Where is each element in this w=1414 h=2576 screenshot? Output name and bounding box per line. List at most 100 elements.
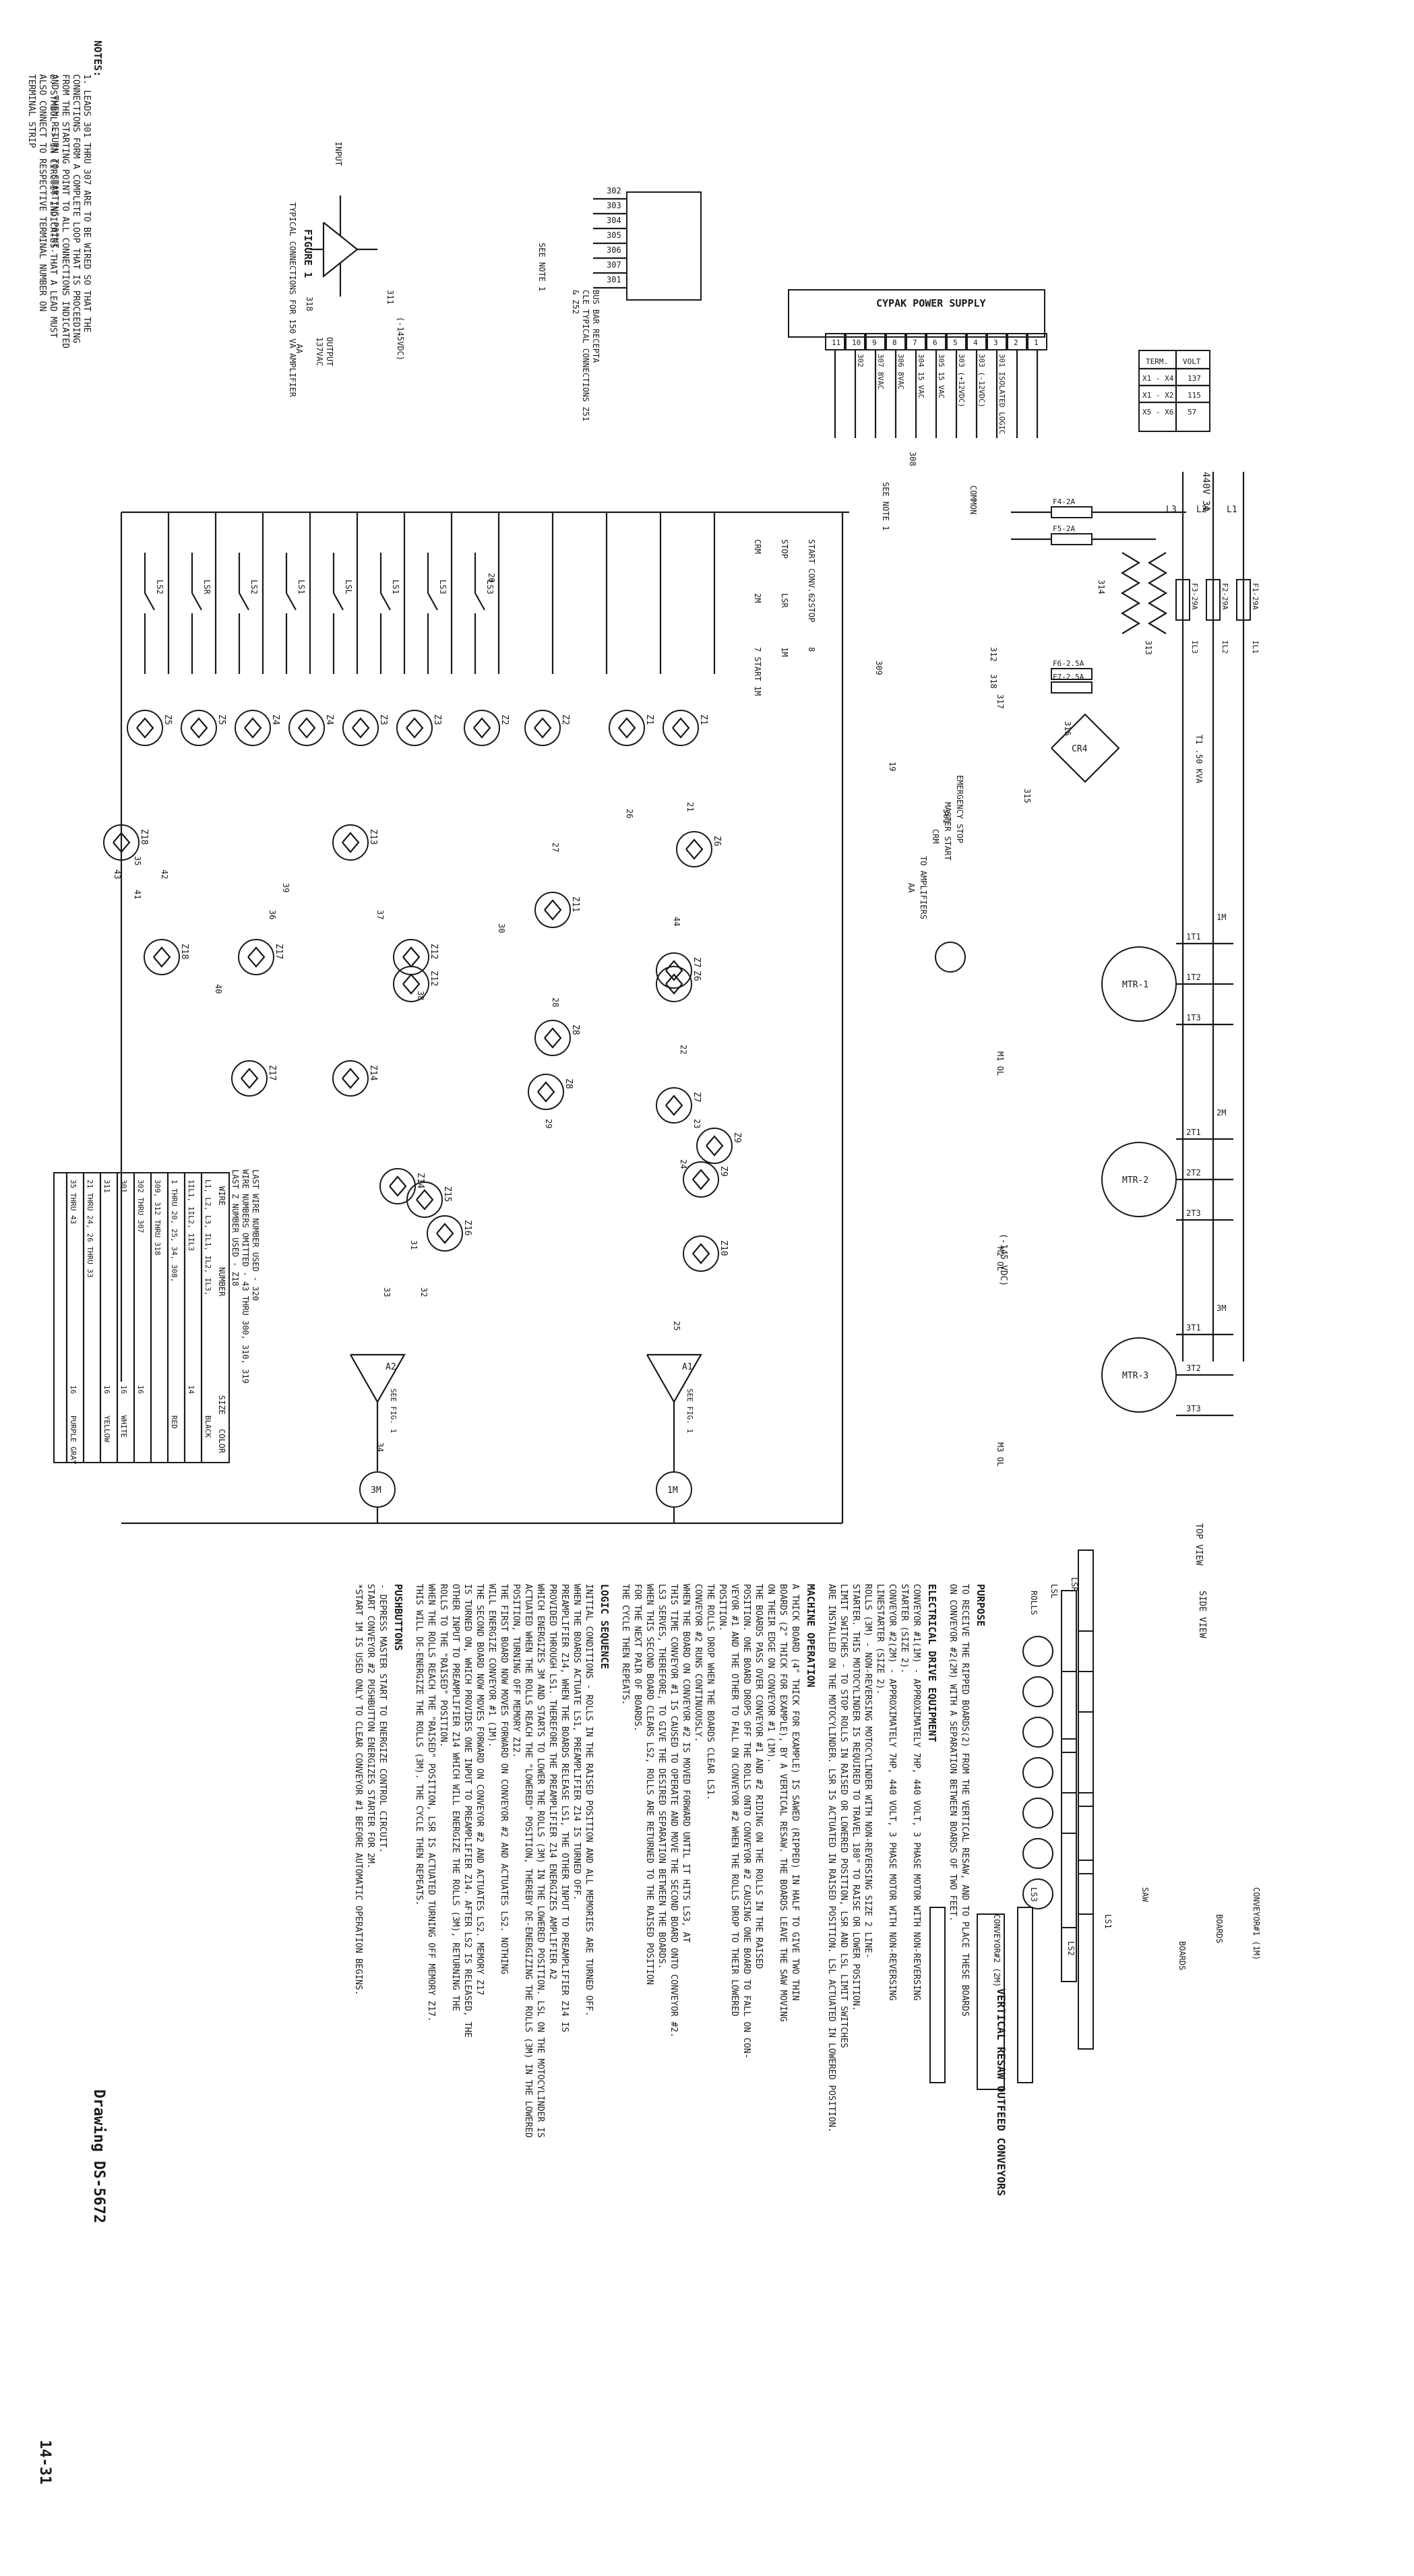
section-line: THE BOARDS PASS OVER CONVEYOR #1 AND #2 … xyxy=(754,1584,764,1969)
logic-gate-diamond xyxy=(298,717,316,739)
master-label: TO AMPLIFIERS xyxy=(919,856,928,919)
cypak-terminal-label: 303 (-12VDC) xyxy=(977,354,986,407)
fuse-label: F2-29A xyxy=(1221,583,1229,610)
overload-label: M1 OL xyxy=(995,1051,1005,1076)
motor-coil-label: 1M xyxy=(667,1485,678,1496)
section-line: POSITION. xyxy=(717,1584,727,1631)
cypak-terminal xyxy=(946,333,966,350)
wire-number: 26 xyxy=(625,809,634,818)
section-line: WHEN THE BOARD ON CONVEYOR #2 IS MOVED F… xyxy=(681,1584,691,1942)
switch-label: LSL xyxy=(344,580,353,594)
logic-gate xyxy=(288,710,325,746)
stop-start-label: LSR xyxy=(780,593,789,608)
wire-number: 19 xyxy=(888,762,897,771)
wire-table-cell: WHITE xyxy=(119,1415,128,1438)
logic-gate-diamond xyxy=(342,1068,360,1089)
wire-number: 309 xyxy=(874,661,884,675)
stop-start-label: 1M xyxy=(780,647,789,656)
wire-number: 28 xyxy=(551,998,560,1007)
top-view-board xyxy=(1061,1752,1077,1928)
wire-number: 36 xyxy=(268,910,277,919)
cypak-terminal-number: 11 xyxy=(832,338,840,347)
top-view-boards xyxy=(1017,1907,1033,2083)
logic-gate-diamond xyxy=(113,832,131,853)
gate-label: Z6 xyxy=(712,836,722,847)
note-line: AND THEN RETURN TO STARTING POINT. xyxy=(49,74,59,253)
logic-gate xyxy=(609,710,645,746)
amplifier xyxy=(646,1353,702,1404)
logic-gate-diamond xyxy=(534,717,552,739)
cypak-terminal-number: 3 xyxy=(993,338,998,347)
wire-number: 308 xyxy=(908,452,917,466)
see-note-1: SEE NOTE 1 xyxy=(537,243,547,291)
logic-gate-diamond xyxy=(136,717,154,739)
stop-start-label: 7 START 1M xyxy=(753,647,762,696)
gate-label: Z8 xyxy=(570,1024,580,1035)
cypak-terminal-label: 303 (+12VDC) xyxy=(957,354,966,407)
cypak-terminal-label: 301 ISOLATED LOGIC xyxy=(997,354,1006,434)
section-line: WHEN THE ROLLS REACH THE "RAISED" POSITI… xyxy=(426,1584,436,2022)
wire-number: 34 xyxy=(375,1442,385,1452)
stop-start-label: START CONV. 2 xyxy=(807,539,816,603)
logic-gate-diamond xyxy=(342,832,360,853)
top-view-label: LS2 xyxy=(1066,1941,1076,1956)
wire-number: 313 xyxy=(1144,640,1153,655)
bus-wire-number: 303 xyxy=(607,201,621,210)
wire-number: 301 xyxy=(942,809,951,824)
fuse xyxy=(1175,579,1190,621)
wire-number: 38 xyxy=(416,991,425,1000)
power-source: 440V 3Φ xyxy=(1200,472,1211,512)
wire-table-cell: RED xyxy=(170,1415,179,1429)
section-line: PREAMPLIFIER Z14, WHEN THE BOARDS RELEAS… xyxy=(559,1584,570,2032)
wire-table-cell: 302 THRU 307 xyxy=(136,1179,145,1233)
gate-label: Z13 xyxy=(368,829,378,845)
switch-contact xyxy=(286,592,297,611)
phase-label: L3 xyxy=(1166,505,1177,515)
top-view-board xyxy=(929,1907,946,2083)
minus-145-label: (-145 VDC) xyxy=(998,1233,1008,1286)
note-line: FROM THE STARTING POINT TO ALL CONNECTIO… xyxy=(60,74,70,348)
figure1-label: 137VAC xyxy=(315,337,324,366)
gate-label: Z3 xyxy=(378,714,388,725)
section-line: PROVIDED THROUGH LS1. THEREFORE THE PREA… xyxy=(547,1584,557,1980)
motor xyxy=(1101,946,1177,1022)
bus-wire-number: 302 xyxy=(607,186,621,195)
section-line: LINESTARTER (SIZE 2). xyxy=(875,1584,885,1694)
cypak-terminal-number: 4 xyxy=(973,338,978,347)
cypak-terminal xyxy=(865,333,886,350)
wire-table-cell: BLACK xyxy=(204,1415,212,1438)
motor-coil-label: 3M xyxy=(371,1485,381,1496)
logic-gate-diamond xyxy=(544,1027,562,1049)
section-line: VEYOR #1 AND THE OTHER TO FALL ON CONVEY… xyxy=(729,1584,739,2017)
fuse xyxy=(1236,579,1251,621)
side-view-roll xyxy=(1022,1717,1053,1748)
cypak-terminal xyxy=(845,333,865,350)
cypak-terminal-number: 9 xyxy=(872,338,877,347)
logic-gate xyxy=(332,824,369,861)
note-line: 2. SYMBOL -> IN CIRCUIT INDICATES THAT A… xyxy=(48,74,58,338)
logic-gate-diamond xyxy=(402,946,421,968)
logic-gate-diamond xyxy=(665,960,683,981)
wire-table xyxy=(53,1172,230,1463)
logic-gate xyxy=(406,1182,443,1218)
gate-label: Z5 xyxy=(216,714,226,725)
gate-label: Z17 xyxy=(267,1065,277,1080)
gate-label: Z9 xyxy=(732,1132,742,1143)
bus-wire-number: 304 xyxy=(607,216,621,225)
crm-relay xyxy=(935,942,966,973)
motor-coil xyxy=(359,1471,396,1508)
cypak-terminal xyxy=(886,333,906,350)
section-line: LIMIT SWITCHES - TO STOP ROLLS IN RAISED… xyxy=(838,1584,849,2048)
bus-bar-title: CLE TYPICAL CONNECTIONS Z51 xyxy=(581,290,590,421)
bus-wire-number: 301 xyxy=(607,275,621,284)
switch-contact xyxy=(380,592,391,611)
side-view-roll xyxy=(1022,1838,1053,1869)
figure1-label: INPUT xyxy=(334,142,343,166)
amplifier-label: A1 xyxy=(682,1362,693,1372)
section-line: THE ROLLS DROP WHEN THE BOARDS CLEAR LS1… xyxy=(705,1584,715,1800)
wire-number: 25 xyxy=(672,1321,681,1330)
section-line: ON THEIR EDGE ON CONVEYOR #1 (1M). xyxy=(766,1584,776,1763)
cypak-terminal-label: 304 15 VAC xyxy=(917,354,925,398)
top-view-board xyxy=(1061,1671,1077,1793)
logic-gate xyxy=(656,1087,692,1124)
